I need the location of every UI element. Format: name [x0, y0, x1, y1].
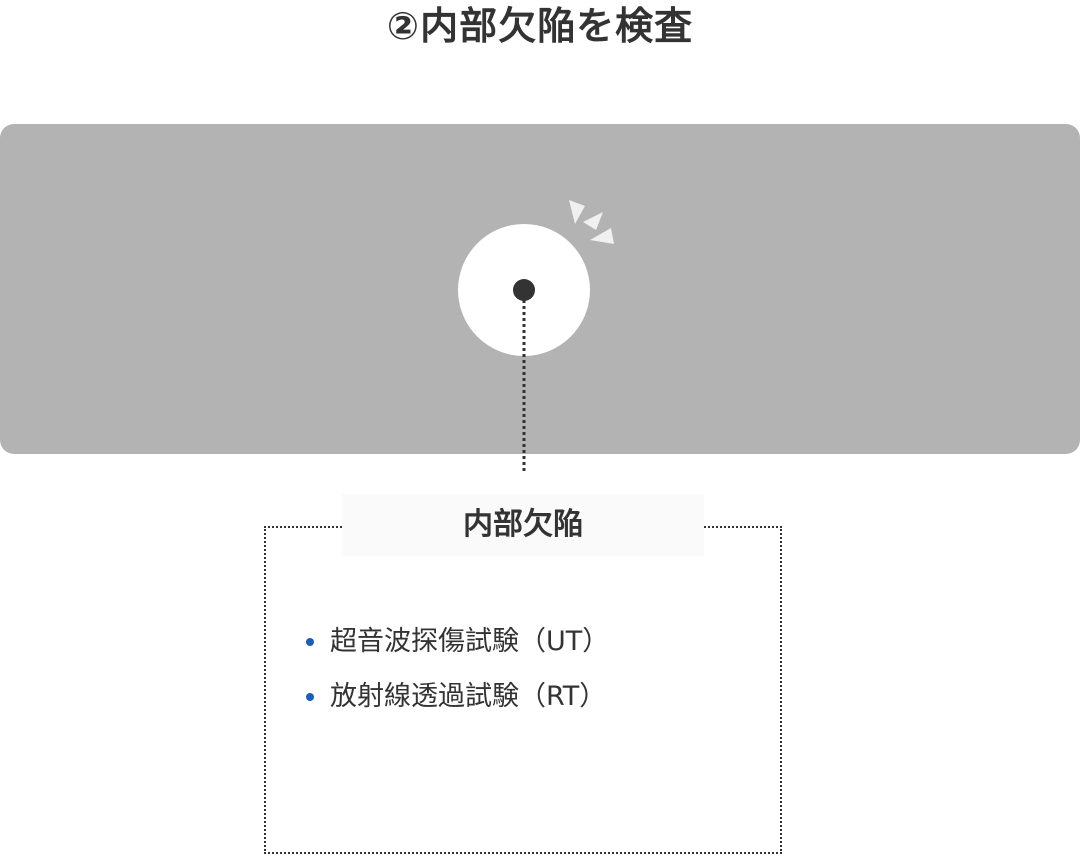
bullet-icon — [306, 638, 314, 646]
defect-label: 内部欠陥 — [342, 494, 704, 556]
method-list: 超音波探傷試験（UT） 放射線透過試験（RT） — [300, 614, 609, 724]
sparkle-icon — [569, 200, 614, 244]
method-label: 超音波探傷試験（UT） — [330, 626, 610, 657]
page-title: ②内部欠陥を検査 — [386, 4, 694, 48]
method-label: 放射線透過試験（RT） — [330, 681, 607, 712]
list-item: 放射線透過試験（RT） — [300, 669, 609, 724]
bullet-icon — [306, 693, 314, 701]
list-item: 超音波探傷試験（UT） — [300, 614, 609, 669]
defect-point-icon — [513, 279, 535, 301]
